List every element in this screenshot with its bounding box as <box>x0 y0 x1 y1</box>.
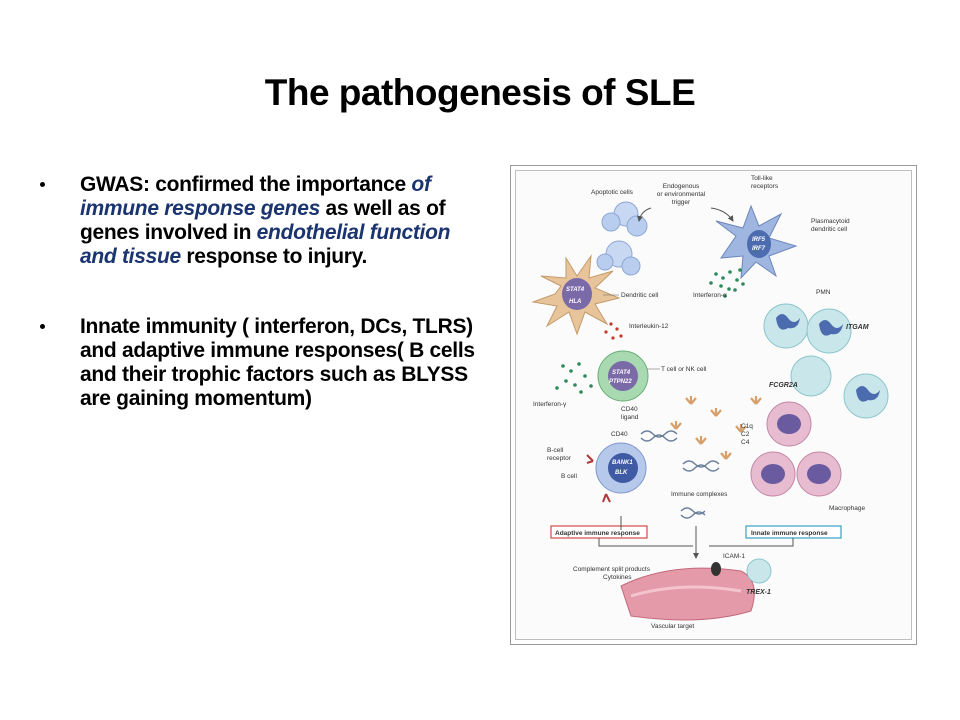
bullet-item-innate-immunity: Innate immunity ( interferon, DCs, TLRS)… <box>40 315 485 411</box>
bullet-emphasis: of immune response genes <box>80 173 431 220</box>
label-macrophage: Macrophage <box>829 505 866 512</box>
bullet-dot-icon <box>40 182 45 187</box>
label-dendritic-cell: Dendritic cell <box>621 292 659 299</box>
immune-complex-icons <box>640 430 720 519</box>
label-fcgr2a: FCGR2A <box>769 382 798 389</box>
label-b-cell: B cell <box>561 473 577 480</box>
label-vascular-target: Vascular target <box>651 623 694 630</box>
label-complement-2: Cytokines <box>603 574 632 581</box>
t-cell-icon <box>597 350 649 402</box>
icam-1-marker <box>711 562 721 576</box>
label-tlr-1: Toll-like <box>751 175 773 182</box>
plasmacytoid-dendritic-cell-icon <box>715 204 798 280</box>
bullet-text: Innate immunity ( interferon, DCs, TLRS)… <box>80 315 475 410</box>
trex1-cell-icon <box>746 558 772 584</box>
label-adaptive: Adaptive immune response <box>555 530 640 537</box>
label-complement-1: Complement split products <box>573 566 651 573</box>
dendritic-cell-icon <box>531 254 621 336</box>
pathogenesis-diagram: Apoptotic cells Endogenous or environmen… <box>531 175 889 630</box>
label-trigger-1: Endogenous <box>663 183 700 190</box>
b-cell-icon <box>586 442 647 503</box>
label-itgam: ITGAM <box>846 324 869 331</box>
label-interferon-alpha: Interferon-α <box>693 292 727 299</box>
antibody-icons <box>670 396 762 460</box>
pathogenesis-figure: Apoptotic cells Endogenous or environmen… <box>510 165 917 645</box>
bullet-item-gwas: GWAS: confirmed the importance of immune… <box>40 173 485 269</box>
label-cd40-ligand-1: CD40 <box>621 406 638 413</box>
label-c4: C4 <box>741 439 750 446</box>
label-pdc-2: dendritic cell <box>811 226 848 233</box>
label-hla: HLA <box>569 299 581 305</box>
bullet-dot-icon <box>40 324 45 329</box>
arrow-trigger-pdc <box>710 207 734 222</box>
bullet-emphasis: endothelial function and tissue <box>80 221 451 268</box>
arrow-trigger-apoptotic <box>637 207 652 222</box>
label-pmn: PMN <box>816 289 831 296</box>
bullet-text: response to injury. <box>180 245 368 268</box>
label-bank1: BANK1 <box>612 460 633 466</box>
label-interleukin-12: Interleukin-12 <box>629 323 669 330</box>
label-ptpn22: PTPN22 <box>609 379 632 385</box>
label-icam1: ICAM-1 <box>723 553 745 560</box>
label-pdc-1: Plasmacytoid <box>811 218 850 225</box>
interleukin-12-dots <box>604 322 623 340</box>
pmn-cells-icon <box>763 303 889 419</box>
label-trex1: TREX-1 <box>746 589 771 596</box>
label-immune-complexes: Immune complexes <box>671 491 728 498</box>
label-tlr-2: receptors <box>751 183 779 190</box>
macrophage-cells-icon <box>750 401 842 497</box>
label-bcr-1: B-cell <box>547 447 564 454</box>
apoptotic-cells-icon <box>596 201 648 276</box>
label-blk: BLK <box>615 470 628 476</box>
label-irf7: IRF7 <box>752 246 766 252</box>
interferon-alpha-dots <box>709 268 745 298</box>
bullet-list: GWAS: confirmed the importance of immune… <box>40 173 485 457</box>
interferon-gamma-dots <box>555 362 593 394</box>
label-c1q: C1q <box>741 423 753 430</box>
bullet-text: as well as of genes involved in <box>80 197 446 244</box>
label-stat4-t: STAT4 <box>612 370 631 376</box>
label-irf5: IRF5 <box>752 237 766 243</box>
label-cd40: CD40 <box>611 431 628 438</box>
label-bcr-2: receptor <box>547 455 572 462</box>
label-trigger-2: or environmental <box>657 191 706 198</box>
label-c2: C2 <box>741 431 750 438</box>
bullet-text: GWAS: confirmed the importance <box>80 173 412 196</box>
label-apoptotic-cells: Apoptotic cells <box>591 189 634 196</box>
label-innate: Innate immune response <box>751 530 828 537</box>
slide-title: The pathogenesis of SLE <box>264 72 696 113</box>
vascular-target-icon <box>620 567 755 621</box>
label-cd40-ligand-2: ligand <box>621 414 639 421</box>
label-stat4-dc: STAT4 <box>566 287 585 293</box>
label-trigger-3: trigger <box>672 199 691 206</box>
label-interferon-gamma: Interferon-γ <box>533 401 567 408</box>
label-t-nk-cell: T cell or NK cell <box>661 366 707 373</box>
